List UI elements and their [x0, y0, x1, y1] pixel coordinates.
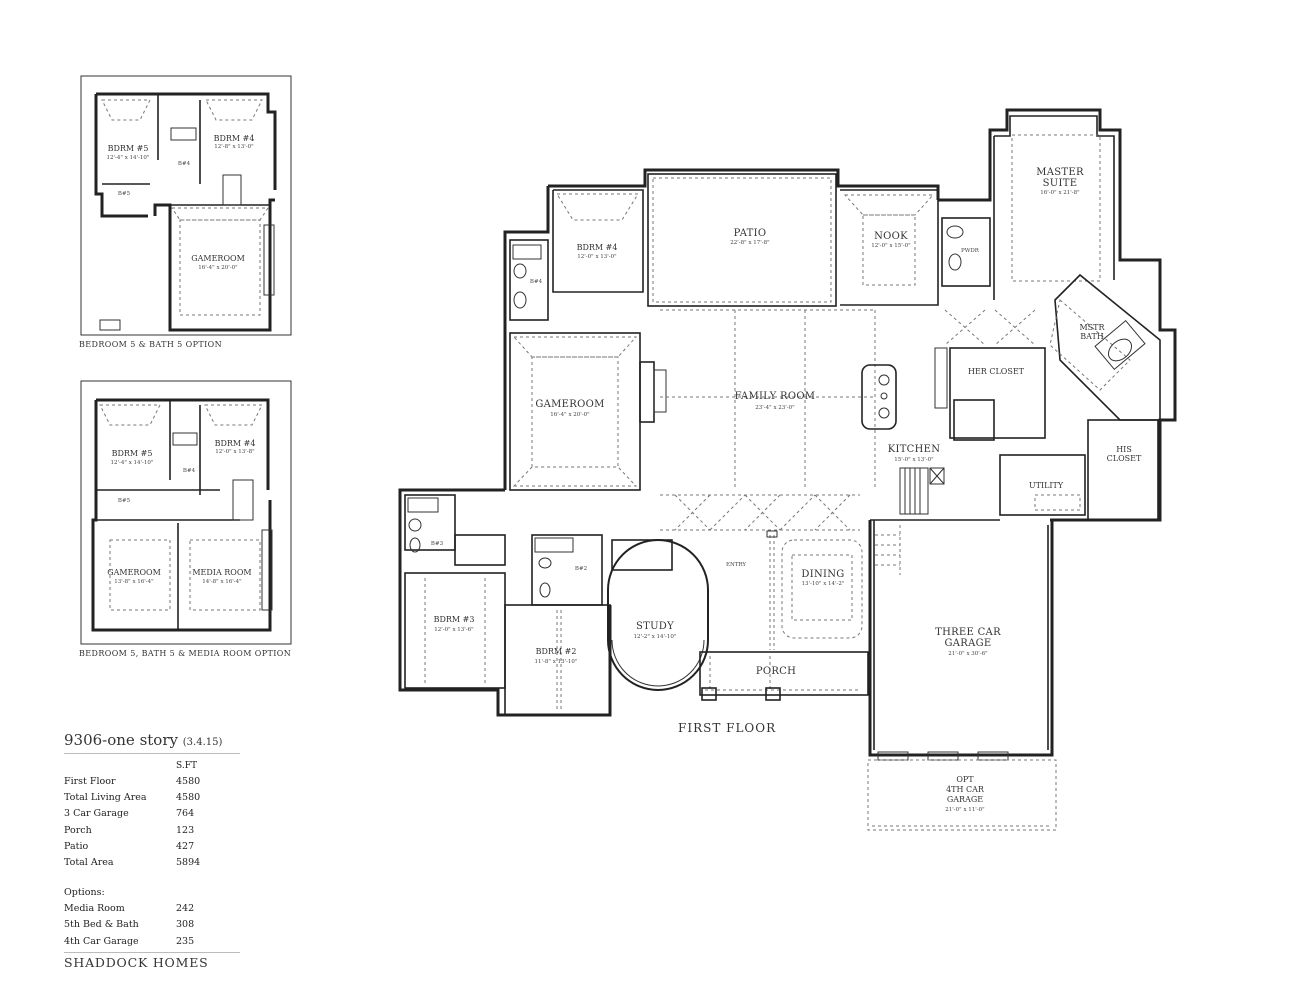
room-study-label: STUDY	[636, 621, 674, 632]
svg-text:22'-8" x 17'-8": 22'-8" x 17'-8"	[730, 240, 769, 246]
room-dining-label: DINING	[801, 569, 844, 580]
room-patio-label: PATIO	[734, 228, 767, 239]
svg-text:BATH: BATH	[1080, 332, 1104, 341]
room-gameroom-label: GAMEROOM	[535, 399, 604, 410]
svg-text:12'-2" x 14'-10": 12'-2" x 14'-10"	[634, 634, 677, 640]
svg-text:12'-0" x 13'-0": 12'-0" x 13'-0"	[577, 254, 616, 260]
svg-text:B#5: B#5	[118, 191, 131, 197]
room-bdrm2-label: BDRM #2	[536, 647, 577, 656]
svg-text:12'-0" x 13'-8": 12'-0" x 13'-8"	[215, 449, 254, 455]
svg-text:B#2: B#2	[575, 566, 587, 572]
svg-text:SUITE: SUITE	[1043, 178, 1078, 189]
room-mstr-bath-label: MSTR	[1079, 323, 1105, 332]
svg-text:12'-0" x 13'-6": 12'-0" x 13'-6"	[434, 627, 473, 633]
room-her-closet-label: HER CLOSET	[968, 367, 1025, 376]
option-plan-media-room: BDRM #5 12'-4" x 14'-10" BDRM #4 12'-0" …	[79, 380, 292, 658]
svg-text:B#4: B#4	[530, 279, 543, 285]
area-summary: 9306-one story (3.4.15) S.FT First Floor…	[64, 731, 240, 970]
svg-text:21'-0" x 11'-0": 21'-0" x 11'-0"	[945, 807, 984, 813]
svg-text:15'-0" x 13'-0": 15'-0" x 13'-0"	[894, 457, 933, 463]
svg-text:14'-8" x 16'-4": 14'-8" x 16'-4"	[202, 579, 241, 585]
room-entry-label: ENTRY	[726, 562, 746, 568]
opt2-media-room-label: MEDIA ROOM	[192, 568, 251, 577]
svg-text:21'-0" x 30'-6": 21'-0" x 30'-6"	[948, 651, 987, 657]
unit-header: S.FT	[176, 761, 197, 771]
opt2-caption: BEDROOM 5, BATH 5 & MEDIA ROOM OPTION	[79, 649, 291, 658]
svg-text:12'-4" x 14'-10": 12'-4" x 14'-10"	[107, 155, 150, 161]
svg-text:PWDR: PWDR	[961, 248, 980, 254]
svg-text:CLOSET: CLOSET	[1107, 454, 1142, 463]
svg-text:B#5: B#5	[118, 498, 131, 504]
svg-text:B#3: B#3	[431, 541, 444, 547]
svg-text:12'-0" x 15'-0": 12'-0" x 15'-0"	[871, 243, 910, 249]
svg-text:4TH CAR: 4TH CAR	[946, 785, 985, 794]
opt1-bdrm5-label: BDRM #5	[108, 144, 149, 153]
first-floor-plan: BDRM #4 12'-0" x 13'-0" B#4 PATIO 22'-8"…	[398, 108, 1177, 831]
floor-title: FIRST FLOOR	[678, 721, 776, 735]
room-bdrm3-label: BDRM #3	[434, 615, 475, 624]
room-his-closet-label: HIS	[1116, 445, 1132, 454]
room-porch-label: PORCH	[756, 666, 796, 677]
svg-text:13'-8" x 16'-4": 13'-8" x 16'-4"	[114, 579, 153, 585]
opt1-caption: BEDROOM 5 & BATH 5 OPTION	[79, 340, 222, 349]
svg-text:GARAGE: GARAGE	[947, 795, 983, 804]
room-utility-label: UTILITY	[1029, 481, 1064, 490]
svg-text:11'-8" x 13'-10": 11'-8" x 13'-10"	[535, 659, 578, 665]
room-bdrm4-label: BDRM #4	[577, 243, 618, 252]
opt1-gameroom-label: GAMEROOM	[191, 254, 245, 263]
svg-text:12'-4" x 14'-10": 12'-4" x 14'-10"	[111, 460, 154, 466]
svg-text:16'-4" x 20'-0": 16'-4" x 20'-0"	[550, 412, 589, 418]
opt2-gameroom-label: GAMEROOM	[107, 568, 161, 577]
room-nook-label: NOOK	[874, 231, 908, 242]
svg-text:B#4: B#4	[178, 161, 191, 167]
room-garage-label: THREE CAR	[935, 627, 1001, 638]
svg-text:GARAGE: GARAGE	[944, 638, 991, 649]
plan-revision: (3.4.15)	[182, 737, 223, 748]
svg-text:23'-4" x 23'-0": 23'-4" x 23'-0"	[755, 405, 794, 411]
opt2-bdrm4-label: BDRM #4	[215, 439, 256, 448]
svg-text:13'-10" x 14'-2": 13'-10" x 14'-2"	[802, 581, 845, 587]
builder-name: SHADDOCK HOMES	[64, 951, 240, 970]
svg-text:16'-4" x 20'-0": 16'-4" x 20'-0"	[198, 265, 237, 271]
room-family-room-label: FAMILY ROOM	[735, 391, 816, 402]
svg-text:12'-8" x 13'-0": 12'-8" x 13'-0"	[214, 144, 253, 150]
svg-text:B#4: B#4	[183, 468, 196, 474]
opt2-bdrm5-label: BDRM #5	[112, 449, 153, 458]
room-opt-garage-label: OPT	[956, 775, 974, 784]
options-header: Options:	[64, 887, 105, 899]
plan-name: 9306-one story	[64, 731, 178, 749]
svg-text:16'-0" x 21'-8": 16'-0" x 21'-8"	[1040, 190, 1079, 196]
room-kitchen-label: KITCHEN	[888, 444, 941, 455]
room-master-suite-label: MASTER	[1036, 167, 1084, 178]
option-plan-bedroom5: BDRM #5 12'-4" x 14'-10" BDRM #4 12'-8" …	[79, 75, 292, 349]
plan-title: 9306-one story (3.4.15)	[64, 731, 240, 754]
opt1-bdrm4-label: BDRM #4	[214, 134, 255, 143]
